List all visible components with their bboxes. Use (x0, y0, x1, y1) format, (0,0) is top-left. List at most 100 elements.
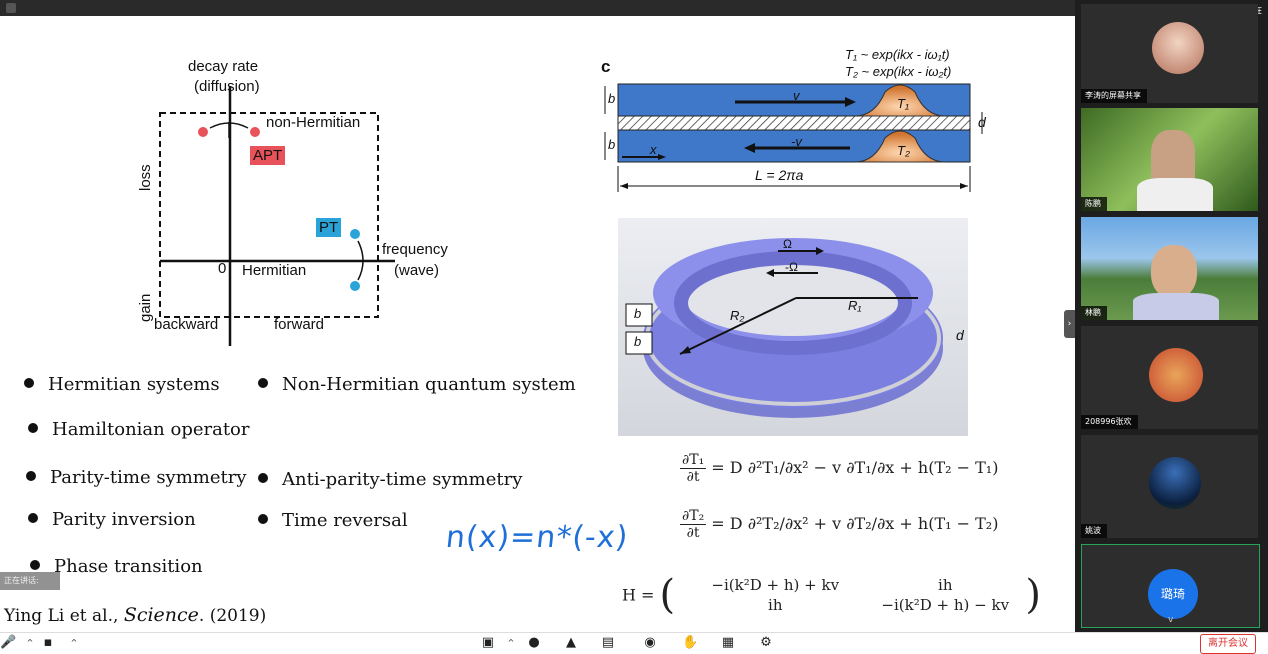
ring-d-label: d (956, 327, 964, 343)
forward-label: forward (274, 316, 325, 333)
apt-point-left (198, 127, 208, 137)
matrix-cell: −i(k²D + h) + kv (711, 576, 840, 594)
leave-meeting-button[interactable]: 离开会议 (1200, 634, 1256, 654)
bullet-item: Parity inversion (28, 509, 196, 530)
non-hermitian-label: non-Hermitian (266, 114, 361, 131)
members-icon[interactable]: ▲ (566, 635, 576, 650)
origin-label: 0 (218, 260, 227, 277)
video-person (1151, 130, 1195, 186)
panel-c-label: c (601, 57, 611, 76)
equation-t1: ∂T₁∂t = D ∂²T₁/∂x² − v ∂T₁/∂x + h(T₂ − T… (680, 452, 998, 485)
ring-drawing (625, 238, 943, 418)
x-label: x (650, 142, 657, 157)
velocity-label: v (793, 88, 800, 103)
settings-icon[interactable]: ⚙ (760, 635, 772, 650)
bullet-item: Time reversal (258, 510, 408, 531)
participant-tile[interactable]: 陈鹏 (1081, 108, 1258, 211)
avatar (1152, 22, 1204, 74)
participant-name: 林鹏 (1081, 306, 1107, 320)
bullet-item: Hamiltonian operator (28, 419, 250, 440)
hamiltonian-matrix: H = ( −i(k²D + h) + kv ih ih −i(k²D + h)… (622, 572, 1041, 618)
eq1-lhs: ∂T₁∂t (680, 452, 707, 485)
meeting-toolbar: 🎤 ^ ▪ ^ ▣ ^ ● ▲ ▤ ◉ ✋ ▦ ⚙ 离开会议 (0, 632, 1268, 654)
record-icon[interactable]: ◉ (644, 635, 656, 650)
avatar: 璐琦 (1148, 569, 1198, 619)
omega-label: Ω (783, 237, 792, 251)
raise-hand-icon[interactable]: ✋ (682, 635, 699, 650)
bullet-item: Anti-parity-time symmetry (258, 469, 522, 490)
panel-c-eq1: T₁ ~ exp(ikx - iω₁t) (845, 47, 950, 62)
ring-b-bottom: b (634, 334, 642, 349)
apps-icon[interactable]: ▦ (721, 635, 735, 650)
chat-icon[interactable]: ▤ (601, 635, 615, 650)
b-label-bottom: b (608, 137, 616, 152)
x-axis-label-1: frequency (382, 241, 448, 258)
apt-point-right (250, 127, 260, 137)
bullet-item: Parity-time symmetry (26, 467, 247, 488)
backward-label: backward (154, 316, 219, 333)
d-label: d (978, 114, 986, 130)
eq1-rhs: = D ∂²T₁/∂x² − v ∂T₁/∂x + h(T₂ − T₁) (711, 458, 999, 477)
participant-tile[interactable]: 208996张欢 (1081, 326, 1258, 429)
pt-arrow (357, 240, 364, 281)
video-shirt (1133, 293, 1219, 320)
bullet-text: Hamiltonian operator (52, 419, 250, 440)
neg-velocity-label: -v (791, 134, 802, 149)
share-icon[interactable]: ▣ (481, 635, 495, 650)
right-paren: ) (1025, 572, 1041, 618)
bullet-dot-icon (24, 378, 34, 388)
bullet-dot-icon (30, 560, 40, 570)
video-person (1151, 245, 1197, 299)
bullet-text: Phase transition (54, 556, 203, 577)
bullet-text: Non-Hermitian quantum system (282, 374, 576, 395)
pt-point-top (350, 229, 360, 239)
collapse-panel-button[interactable]: › (1064, 310, 1075, 338)
video-icon[interactable]: ▪ (43, 635, 53, 650)
mute-options-icon[interactable]: ^ (26, 638, 34, 647)
ring-illustration (618, 218, 968, 436)
bullet-dot-icon (26, 471, 36, 481)
video-shirt (1137, 178, 1213, 211)
phase-diagram (159, 86, 395, 346)
ring-b-top: b (634, 306, 642, 321)
citation-author: Ying Li et al., (4, 606, 119, 626)
participants-icon[interactable]: ● (528, 635, 540, 650)
mute-icon[interactable]: 🎤 (0, 635, 17, 650)
bullet-dot-icon (258, 378, 268, 388)
participant-name: 姚波 (1081, 524, 1107, 538)
matrix-body: −i(k²D + h) + kv ih ih −i(k²D + h) − kv (680, 576, 1020, 614)
participant-name: 208996张欢 (1081, 415, 1138, 429)
t1-label: T₁ (897, 96, 910, 111)
participant-tile[interactable]: 李涛的屏幕共享 (1081, 4, 1258, 103)
r2-label: R₂ (730, 308, 745, 323)
equation-t2: ∂T₂∂t = D ∂²T₂/∂x² + v ∂T₂/∂x + h(T₁ − T… (680, 508, 998, 541)
bullet-dot-icon (258, 514, 268, 524)
participant-name: 李涛的屏幕共享 (1081, 89, 1147, 103)
citation-journal: Science (123, 604, 199, 626)
apt-tag: APT (250, 146, 286, 165)
hermitian-label: Hermitian (242, 262, 307, 279)
eq2-rhs: = D ∂²T₂/∂x² + v ∂T₂/∂x + h(T₁ − T₂) (711, 514, 999, 533)
scroll-down-icon[interactable]: v (1168, 615, 1174, 625)
matrix-cell: ih (768, 596, 783, 614)
participant-tile[interactable]: 林鹏 (1081, 217, 1258, 320)
waveguide-diagram (604, 83, 983, 192)
share-options-icon[interactable]: ^ (507, 638, 515, 647)
eq2-lhs: ∂T₂∂t (680, 508, 707, 541)
bullet-dot-icon (258, 473, 268, 483)
citation: Ying Li et al., Science. (2019) (4, 604, 266, 626)
bullet-item: Hermitian systems (24, 374, 220, 395)
pt-point-bottom (350, 281, 360, 291)
participant-tile[interactable]: 璐琦 v (1081, 544, 1260, 628)
video-options-icon[interactable]: ^ (70, 638, 78, 647)
bullet-dot-icon (28, 423, 38, 433)
matrix-cell: −i(k²D + h) − kv (881, 596, 1010, 614)
diagram-frame (159, 112, 379, 318)
h-lhs: H = (622, 585, 655, 605)
bullet-item: Phase transition (30, 556, 203, 577)
shared-slide: decay rate (diffusion) non-Hermitian APT… (0, 16, 1075, 632)
x-axis-label-2: (wave) (394, 262, 440, 279)
bullet-text: Hermitian systems (48, 374, 220, 395)
participant-tile[interactable]: 姚波 (1081, 435, 1258, 538)
gain-label: gain (137, 293, 154, 322)
